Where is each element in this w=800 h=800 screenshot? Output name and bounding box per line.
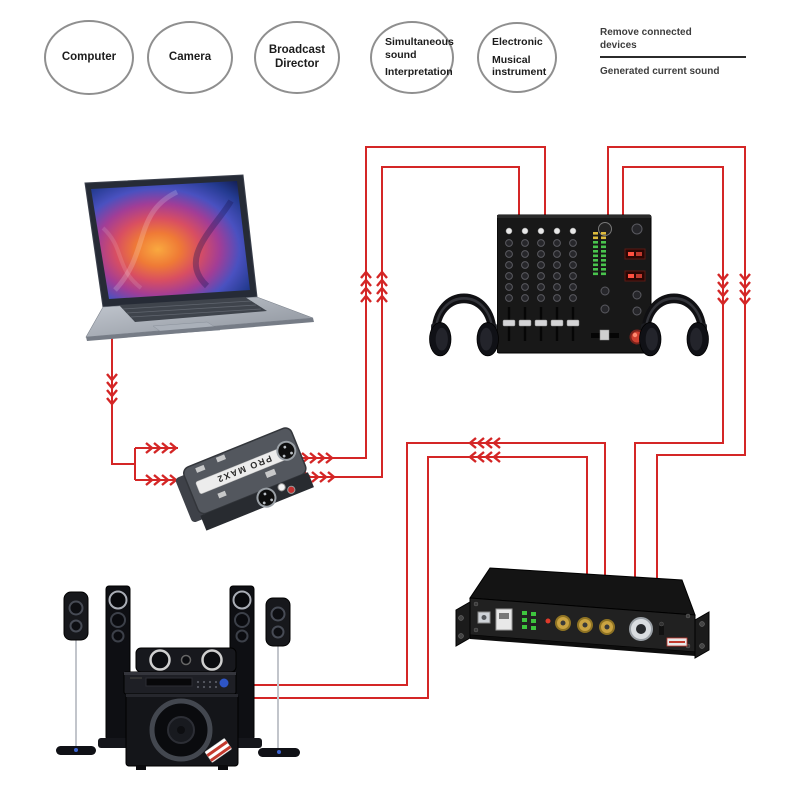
rca-jack <box>277 483 286 492</box>
rca-jack <box>287 485 296 494</box>
bubble-computer: Computer <box>44 20 134 95</box>
xlr-connector <box>256 487 277 508</box>
usb-port <box>495 608 513 631</box>
av-receiver <box>123 671 237 695</box>
wire-converter-to-speakers-lower <box>235 456 588 699</box>
bubble-broadcast-director: Broadcast Director <box>254 21 340 94</box>
xlr-connector <box>276 440 297 461</box>
bubble-broadcast-director-label: Broadcast Director <box>268 43 326 70</box>
wire-di-box-to-mixer-outer <box>296 146 546 459</box>
bubble-camera-label: Camera <box>168 50 212 63</box>
bubble-simultaneous-label: Simultaneous sound <box>385 36 454 61</box>
subwoofer-badge <box>204 738 232 763</box>
headphones-right-image <box>639 293 709 357</box>
bubble-camera: Camera <box>147 21 233 94</box>
headphones-left-image <box>429 293 499 357</box>
legend: Remove connected devices Generated curre… <box>600 27 746 79</box>
tower-speaker-left <box>98 585 138 748</box>
bubble-simultaneous-interpretation: Simultaneous sound Interpretation <box>370 21 454 94</box>
legend-divider <box>600 56 746 58</box>
mount-flange <box>694 611 710 659</box>
mixer-vu-meters <box>591 222 619 341</box>
mount-flange <box>455 601 471 647</box>
legend-top-label: Remove connected devices <box>600 27 692 51</box>
dj-mixer-image <box>497 214 652 354</box>
laptop-image <box>84 174 314 341</box>
wire-laptop-to-di-box <box>111 312 184 481</box>
wire-converter-to-speakers-upper <box>250 442 606 686</box>
wire-mixer-to-converter-outer <box>607 146 746 578</box>
di-box-image: PRO MAX2 <box>175 427 314 531</box>
gold-connectors <box>555 615 615 635</box>
center-channel-speaker <box>135 647 237 673</box>
laptop-screen <box>91 181 250 299</box>
red-led <box>545 618 551 624</box>
satellite-speaker-right <box>258 597 300 757</box>
bubble-electronic-label: Electronic <box>492 36 543 49</box>
laptop-front-edge <box>86 318 314 341</box>
bubble-computer-label: Computer <box>61 50 117 63</box>
legend-bottom-label: Generated current sound <box>600 66 720 77</box>
toggle-switch <box>659 626 664 635</box>
audio-converter-image <box>455 567 710 659</box>
wire-di-box-to-mixer-inner <box>300 166 520 478</box>
home-theater-image <box>56 585 300 770</box>
subwoofer <box>125 693 239 770</box>
status-leds <box>522 611 536 630</box>
satellite-speaker-left <box>56 591 96 755</box>
bubble-electronic-instrument: Electronic Musical instrument <box>477 22 557 93</box>
receiver-logo <box>219 678 229 688</box>
